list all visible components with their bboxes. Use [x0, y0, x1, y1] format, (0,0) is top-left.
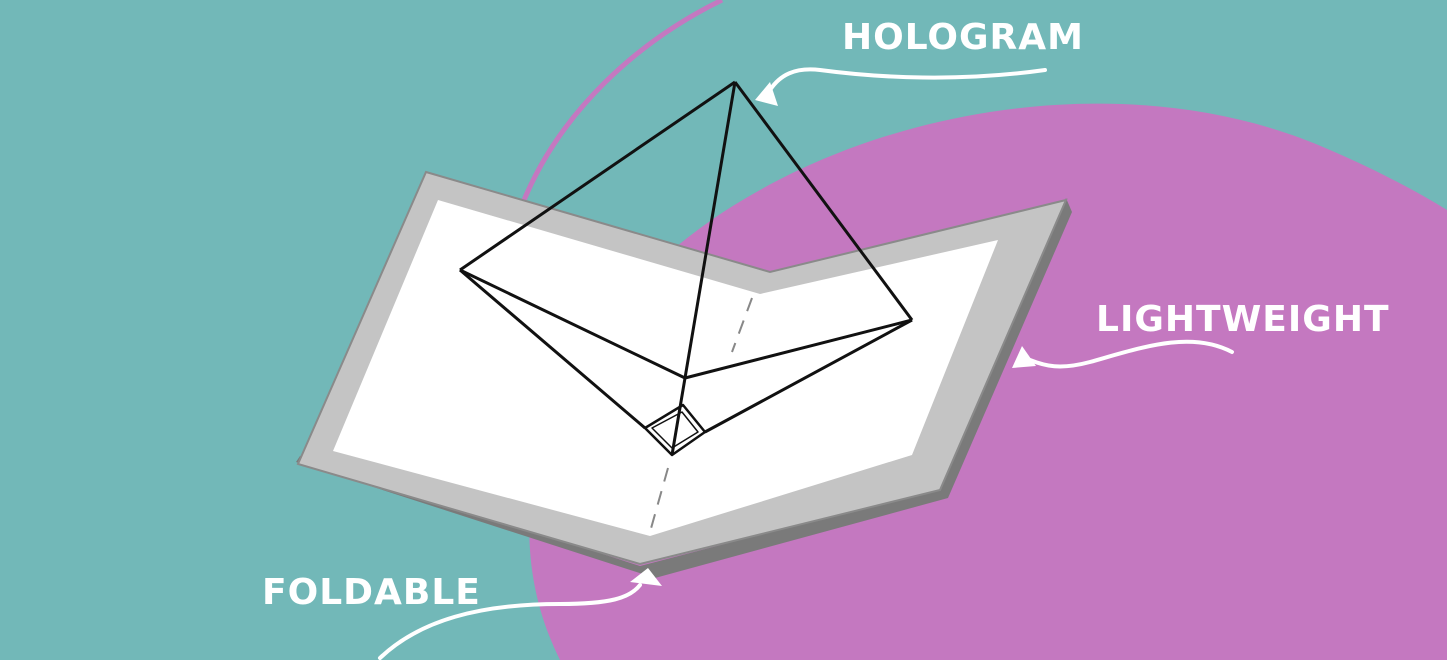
lightweight-label: LIGHTWEIGHT [1096, 302, 1390, 338]
magenta-arc [522, 0, 722, 205]
hologram-label: HOLOGRAM [842, 20, 1084, 56]
hologram-arrow [755, 69, 1045, 106]
foldable-label: FOLDABLE [262, 575, 481, 611]
